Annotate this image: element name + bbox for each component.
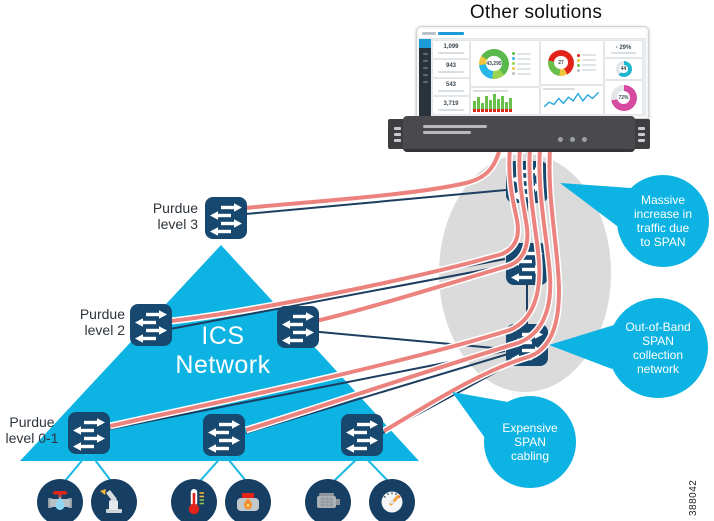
stat-card: 943	[433, 59, 469, 77]
donut-secondary-value: 27	[558, 59, 564, 66]
legend	[577, 53, 596, 72]
gauge-value: 72%	[618, 94, 629, 101]
line-chart	[541, 86, 603, 114]
device-pressure-gauge	[369, 479, 415, 521]
device-water-valve	[37, 479, 83, 521]
mini-donut-card: 44	[605, 59, 642, 79]
dashboard-monitor: 1,099 943 543 3,719 43,295	[416, 26, 649, 119]
dashboard-sidebar	[419, 39, 431, 116]
stat-cards: 1,099 943 543 3,719	[433, 41, 469, 114]
donut-main-value: 43,295	[486, 60, 502, 67]
delta-card: - 29%	[605, 41, 642, 57]
menu-icon	[419, 39, 431, 48]
switch-level3	[204, 196, 248, 240]
device-thermometer	[171, 479, 217, 521]
legend	[512, 52, 531, 75]
server-leds	[558, 137, 587, 142]
switch-level01-right	[340, 413, 384, 457]
switch-level01-middle	[202, 413, 246, 457]
stat-value: 943	[445, 63, 456, 70]
stat-value: 1,099	[443, 44, 459, 51]
switch-level01-left	[67, 411, 111, 455]
gauge-card: 72%	[605, 81, 642, 114]
device-furnace	[225, 479, 271, 521]
bar-chart	[471, 88, 539, 114]
delta-value: - 29%	[615, 44, 632, 51]
device-robot-arm	[91, 479, 137, 521]
logo-icon	[422, 32, 436, 35]
donut-chart-main: 43,295	[471, 41, 539, 86]
brand-bar	[438, 32, 464, 35]
callout-tails	[452, 183, 631, 438]
stat-value: 3,719	[443, 100, 459, 107]
stat-card: 1,099	[433, 41, 469, 58]
donut-chart-secondary: 27	[541, 41, 603, 85]
rack-ear-left	[388, 119, 406, 149]
mini-donut-value: 44	[620, 66, 627, 72]
stat-value: 543	[445, 81, 456, 88]
server-appliance	[388, 116, 650, 152]
stat-card: 3,719	[433, 97, 469, 114]
device-links	[64, 451, 389, 482]
rack-ear-right	[632, 119, 650, 149]
server-chassis	[403, 116, 635, 152]
dashboard-topbar	[419, 29, 646, 39]
figure-number: 388042	[688, 479, 699, 516]
span-cables	[109, 147, 563, 435]
dashboard-screen: 1,099 943 543 3,719 43,295	[419, 29, 646, 116]
page-title: Other solutions	[469, 2, 603, 23]
stat-card: 543	[433, 78, 469, 96]
device-generator	[305, 479, 351, 521]
